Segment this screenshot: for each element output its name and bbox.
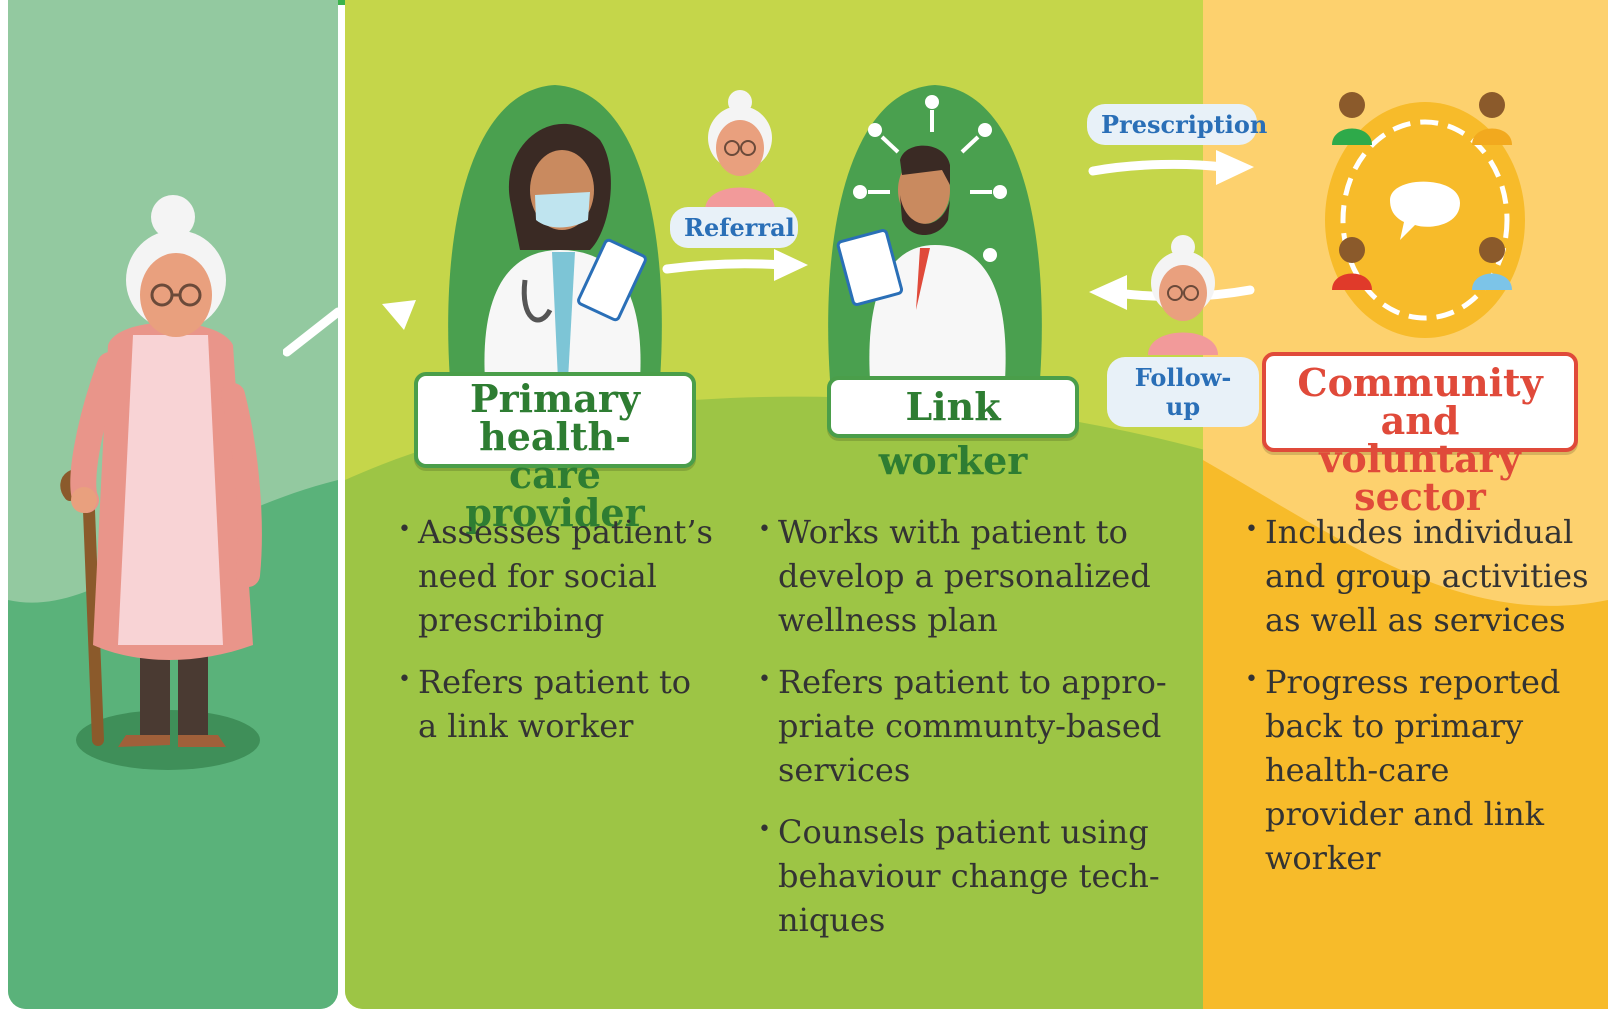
link-worker-bullet-3: Counsels patient using behaviour change … [758,808,1168,942]
provider-bullets: Assesses patient’s need for social presc… [398,508,718,766]
community-group-circle-icon [1325,92,1525,338]
elderly-woman-with-cane-icon [60,195,262,770]
arrow-head-to-provider [382,300,416,330]
community-title-box: Community and voluntary sector [1262,352,1578,516]
patient-small-icon [705,90,775,210]
link-worker-bullet-2: Refers patient to appro-priate communty-… [758,658,1168,792]
provider-bullet-1: Assesses patient’s need for social presc… [398,508,718,642]
community-bullet-2: Progress reported back to primary health… [1245,658,1590,880]
patient-panel [8,0,338,1009]
link-worker-title: Link worker [878,384,1028,483]
prescription-label: Prescription [1087,104,1267,145]
doctor-with-stethoscope-icon [448,85,662,380]
link-worker-with-clipboard-icon [828,85,1042,380]
referral-arrow [662,249,808,281]
provider-title-box: Primary health- care provider [414,372,696,532]
link-worker-title-box: Link worker [827,376,1079,483]
provider-title-line1: Primary health- [470,376,640,459]
community-bullet-1: Includes individual and group activities… [1245,508,1590,642]
follow-up-label: Follow-up [1107,357,1259,427]
patient-small-followup-icon [1148,235,1218,355]
community-title-line2: voluntary sector [1319,436,1521,519]
link-worker-bullet-1: Works with patient to develop a personal… [758,508,1168,642]
prescription-arrow [1088,150,1254,185]
community-bullets: Includes individual and group activities… [1245,508,1590,898]
referral-label: Referral [670,207,798,248]
arrow-to-provider [283,307,338,357]
community-title-line1: Community and [1297,360,1543,443]
link-worker-bullets: Works with patient to develop a personal… [758,508,1168,960]
provider-bullet-2: Refers patient to a link worker [398,658,718,748]
